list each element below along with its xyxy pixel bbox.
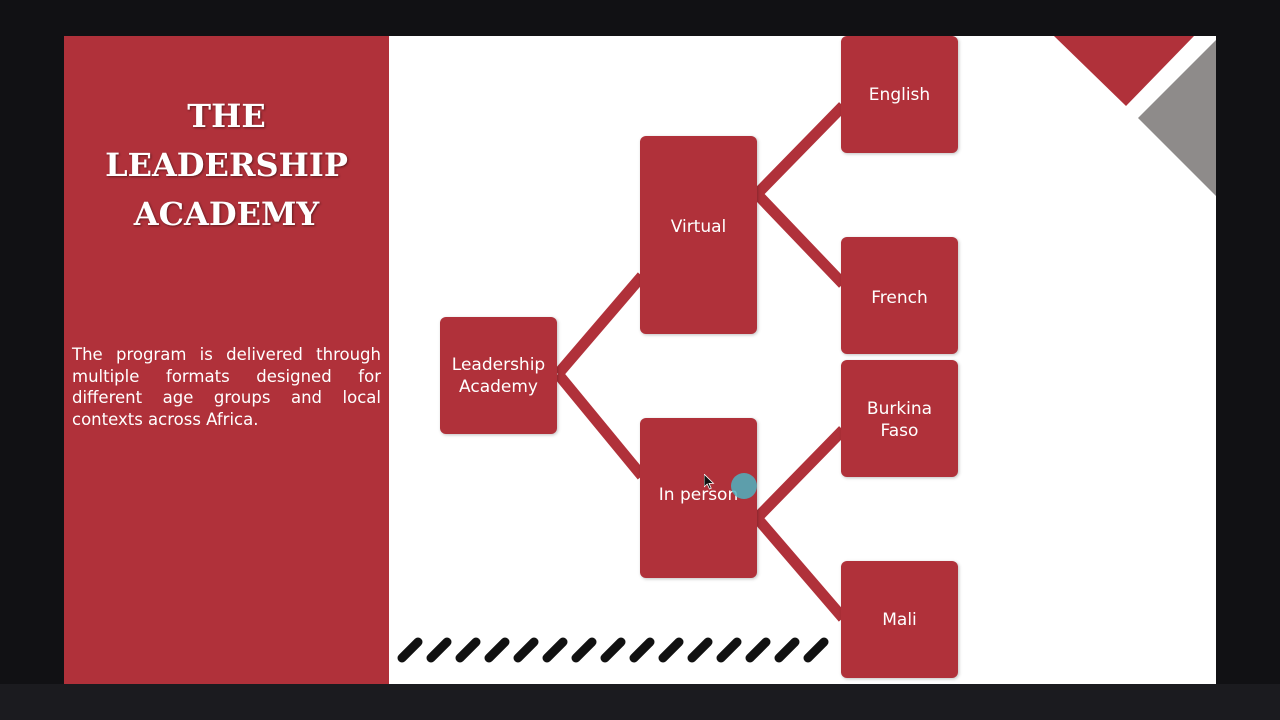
- connector-lines: [553, 102, 848, 622]
- node-english: English: [841, 36, 958, 153]
- node-burkina-faso-line-1: Burkina: [866, 399, 933, 419]
- cursor-highlight: [731, 473, 757, 499]
- decorative-stripe: [629, 637, 655, 663]
- node-mali: Mali: [841, 561, 958, 678]
- diagram-canvas: [397, 36, 1216, 663]
- connector-virtual-french: [753, 190, 847, 288]
- slide-title: THE LEADERSHIP ACADEMY: [64, 92, 389, 239]
- decorative-stripe: [426, 637, 452, 663]
- connector-root-virtual: [553, 272, 647, 378]
- node-virtual-label: Virtual: [670, 217, 727, 237]
- presentation-slide: THE LEADERSHIP ACADEMY The program is de…: [64, 36, 1216, 684]
- corner-gray-triangle: [1138, 40, 1216, 196]
- top-letterbox: [0, 0, 1280, 36]
- decorative-stripe: [513, 637, 539, 663]
- connector-inperson-mali: [752, 514, 848, 622]
- right-letterbox: [1216, 36, 1280, 684]
- decorative-stripe: [658, 637, 684, 663]
- node-french-label: French: [871, 287, 928, 308]
- left-letterbox: [0, 36, 64, 684]
- node-english-label: English: [868, 84, 931, 105]
- decorative-stripe: [687, 637, 713, 663]
- node-in-person: In person: [640, 418, 757, 578]
- node-virtual: Virtual: [640, 136, 757, 334]
- node-french: French: [841, 237, 958, 354]
- decorative-stripe: [571, 637, 597, 663]
- decorative-stripe: [745, 637, 771, 663]
- decorative-stripe: [484, 637, 510, 663]
- decorative-stripe: [600, 637, 626, 663]
- node-burkina-faso: Burkina Faso: [841, 360, 958, 477]
- decorative-stripe: [716, 637, 742, 663]
- corner-red-triangle: [1054, 36, 1194, 106]
- node-leadership-academy-line-1: Leadership: [451, 354, 546, 375]
- decorative-stripe: [455, 637, 481, 663]
- connector-virtual-english: [753, 102, 847, 198]
- node-burkina-faso-line-2: Faso: [880, 421, 919, 441]
- connector-root-inperson: [553, 370, 647, 480]
- title-panel: THE LEADERSHIP ACADEMY The program is de…: [64, 36, 389, 684]
- node-mali-label: Mali: [882, 609, 917, 630]
- decorative-stripe: [803, 637, 829, 663]
- mouse-cursor-icon: [704, 474, 715, 490]
- decorative-stripes: [397, 637, 829, 663]
- slide-title-line-1: THE LEADERSHIP: [105, 97, 348, 184]
- decorative-stripe: [397, 637, 423, 663]
- node-leadership-academy: Leadership Academy: [440, 317, 557, 434]
- slide-description: The program is delivered through multipl…: [72, 345, 381, 429]
- connector-inperson-burkina: [753, 426, 847, 522]
- bottom-letterbox: [0, 684, 1280, 720]
- node-leadership-academy-line-2: Academy: [459, 376, 538, 397]
- decorative-stripe: [774, 637, 800, 663]
- slide-title-line-2: ACADEMY: [133, 195, 320, 233]
- node-in-person-label: In person: [658, 485, 739, 505]
- decorative-stripe: [542, 637, 568, 663]
